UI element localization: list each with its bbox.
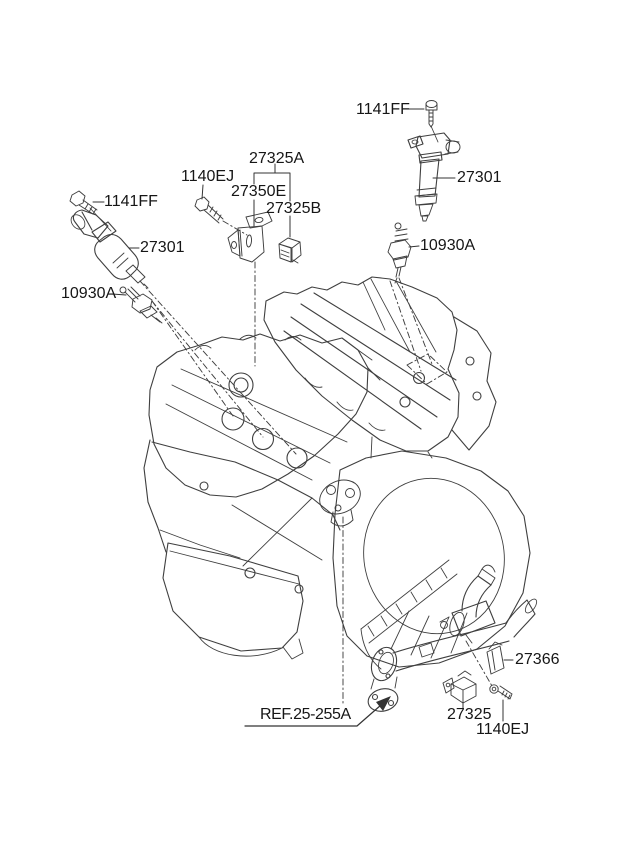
construction-lines [89,125,439,232]
callout-27301-right: 27301 [457,169,502,186]
bracket-27350E [227,211,273,263]
callout-27301-left: 27301 [140,239,185,256]
leader-dash-lines [139,220,493,705]
bolt-1140EJ-lower [489,684,513,700]
callout-1141FF-upper-right: 1141FF [356,101,410,118]
bracket-27325 [442,670,477,704]
callout-1141FF-upper-left: 1141FF [104,193,158,210]
water-pipe-assembly [367,564,538,712]
callout-leader-lines [92,108,514,722]
left-valve-cover [148,333,381,498]
right-valve-cover [263,276,460,452]
callout-27325-lower: 27325 [447,706,492,723]
bolt-1140EJ-top [194,196,224,224]
callout-27325A: 27325A [249,150,305,167]
callout-27350E: 27350E [231,183,287,200]
spark-plug-right [387,222,412,284]
callout-10930A-left: 10930A [61,285,117,302]
ignition-coil-left [70,209,149,289]
callout-1140EJ-top: 1140EJ [181,168,235,185]
center-flange [319,479,361,527]
clip-27325B [278,237,302,264]
engine-block [143,439,341,594]
oil-pan [162,542,304,660]
callout-ref-25-255A: REF.25-255A [260,706,351,723]
stay-bracket-27366 [486,641,505,675]
bolt-1141FF-left [69,190,98,215]
bell-housing [332,316,531,670]
ignition-coil-right [407,132,461,222]
bolt-1141FF-right [425,100,438,128]
callout-27325B: 27325B [266,200,322,217]
spark-plug-left [119,286,163,324]
callout-1140EJ-lower: 1140EJ [476,721,530,738]
callout-27366: 27366 [515,651,560,668]
ref-arrow [244,696,391,727]
callout-10930A-right: 10930A [420,237,476,254]
